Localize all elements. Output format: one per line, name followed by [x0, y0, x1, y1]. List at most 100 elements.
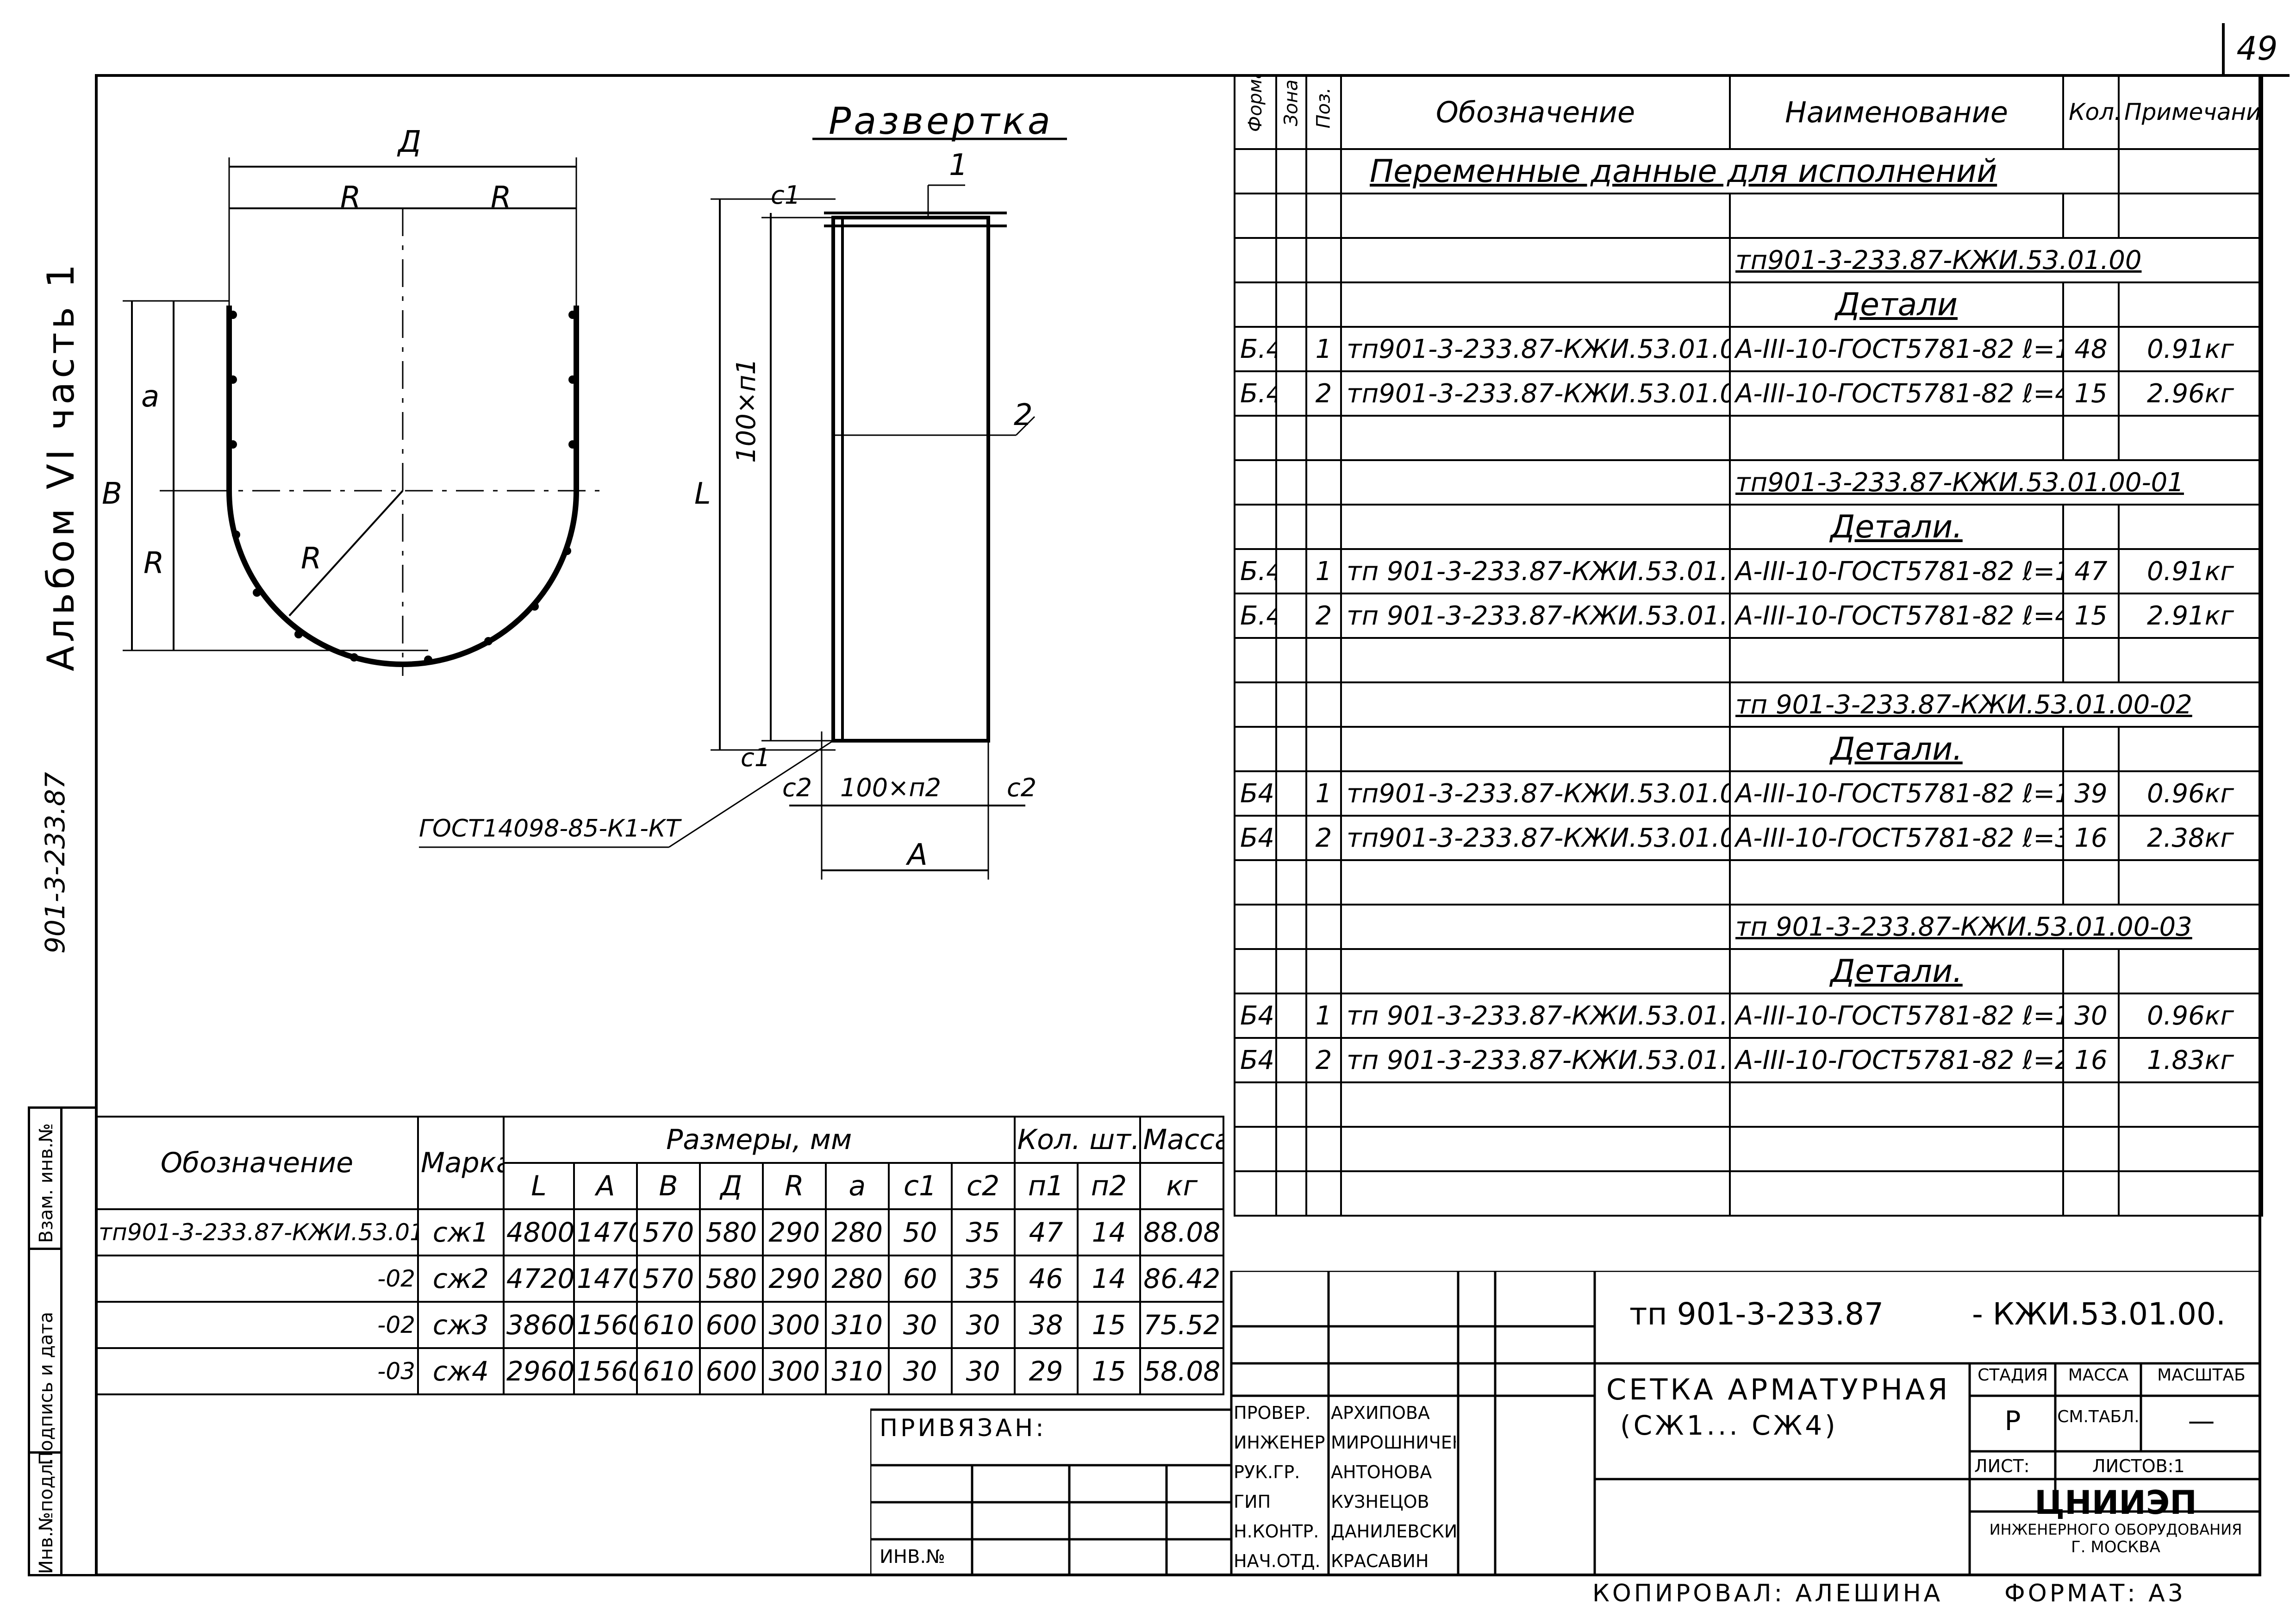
- empty-cell: [1729, 1170, 2064, 1217]
- empty-cell: [1234, 859, 1277, 906]
- dim-c1-bottom: с1: [741, 743, 771, 772]
- item-qty: 16: [2062, 815, 2120, 861]
- spacer-row: [1234, 859, 2263, 906]
- dims-value: 280: [824, 1208, 890, 1256]
- empty-cell: [1275, 904, 1307, 950]
- dims-value: 2960: [502, 1347, 575, 1395]
- dim-R-left: R: [340, 181, 361, 215]
- empty-cell: [1275, 948, 1307, 994]
- dim-D: Д: [398, 125, 421, 159]
- dims-value: 29: [1013, 1347, 1079, 1395]
- dims-value: 35: [950, 1255, 1016, 1303]
- empty-cell: [2062, 1081, 2120, 1128]
- empty-cell: [1275, 237, 1307, 283]
- empty-cell: [2118, 1126, 2263, 1172]
- empty-cell: [2062, 281, 2120, 328]
- dims-value: 30: [950, 1347, 1016, 1395]
- item-pos: 1: [1305, 548, 1342, 594]
- item-zone: [1275, 326, 1307, 372]
- project-number-vertical: 901-3-233.87: [39, 772, 71, 954]
- empty-cell: [1305, 459, 1342, 506]
- empty-cell: [2118, 193, 2263, 239]
- item-zone: [1275, 770, 1307, 817]
- empty-cell: [1275, 726, 1307, 772]
- dims-subheader: кг: [1139, 1162, 1224, 1210]
- item-qty: 48: [2062, 326, 2120, 372]
- item-designation: тп901-3-233.87-КЖИ.53.01.02: [1340, 370, 1731, 417]
- copied-by: Копировал: Алешина: [1592, 1580, 1943, 1607]
- empty-cell: [1340, 1126, 1731, 1172]
- stamp-role: Н.контр.: [1234, 1521, 1319, 1542]
- dims-value: 14: [1076, 1255, 1142, 1303]
- item-pos: 1: [1305, 770, 1342, 817]
- header-note: Примечание: [2118, 74, 2263, 150]
- dims-value: 310: [824, 1347, 890, 1395]
- empty-cell: [1340, 904, 1731, 950]
- dims-value: 580: [699, 1255, 764, 1303]
- dims-value: 600: [699, 1347, 764, 1395]
- stamp-person-name: Мирошниченко: [1331, 1432, 1456, 1453]
- dims-mark: сж1: [417, 1208, 505, 1256]
- org-city: г. Москва: [2071, 1538, 2160, 1556]
- title-block-lines: [870, 1271, 2261, 1576]
- spacer-row: [1234, 637, 2263, 683]
- dims-value: 570: [636, 1208, 701, 1256]
- dims-mark: сж3: [417, 1301, 505, 1349]
- empty-cell: [1234, 904, 1277, 950]
- dims-subheader: R: [761, 1162, 827, 1210]
- empty-cell: [1234, 681, 1277, 728]
- empty-cell: [2118, 726, 2263, 772]
- stamp-person-name: Антонова: [1331, 1462, 1432, 1482]
- dims-value: 580: [699, 1208, 764, 1256]
- item-qty: 47: [2062, 548, 2120, 594]
- empty-cell: [1305, 415, 1342, 461]
- dims-value: 30: [950, 1301, 1016, 1349]
- dims-value: 15: [1076, 1347, 1142, 1395]
- empty-cell: [1234, 415, 1277, 461]
- dims-value: 46: [1013, 1255, 1079, 1303]
- group-code: тп 901-3-233.87-КЖИ.53.01.00-02: [1729, 681, 2263, 728]
- empty-cell: [1275, 859, 1307, 906]
- empty-cell: [1275, 459, 1307, 506]
- org-name: ЦНИИЭП: [2034, 1484, 2197, 1522]
- empty-cell: [1234, 237, 1277, 283]
- item-name: А-III-10-ГОСТ5781-82 ℓ=1560: [1729, 993, 2064, 1039]
- dims-value: 1560: [573, 1347, 638, 1395]
- dims-value: 60: [887, 1255, 953, 1303]
- empty-cell: [1340, 237, 1731, 283]
- item-zone: [1275, 1037, 1307, 1083]
- section-title-text: Детали.: [1830, 953, 1963, 990]
- dims-value: 290: [761, 1255, 827, 1303]
- spec-item-row: Б.4.2тп 901-3-233.87-КЖИ.53.01.03А-III-1…: [1234, 593, 2263, 639]
- empty-cell: [1234, 1170, 1277, 1217]
- dims-value: 570: [636, 1255, 701, 1303]
- group-code: тп 901-3-233.87-КЖИ.53.01.00-03: [1729, 904, 2263, 950]
- item-format: Б.4.: [1234, 548, 1277, 594]
- spacer-row: [1234, 1170, 2263, 1217]
- empty-cell: [1340, 415, 1731, 461]
- item-qty: 16: [2062, 1037, 2120, 1083]
- stamp-person-name: Архипова: [1331, 1403, 1430, 1423]
- empty-cell: [1275, 193, 1307, 239]
- group-code-text: тп901-3-233.87-КЖИ.53.01.00-01: [1735, 467, 2184, 498]
- dims-subheader: L: [502, 1162, 575, 1210]
- empty-cell: [2062, 504, 2120, 550]
- stamp-person-name: Красавин: [1331, 1551, 1429, 1571]
- empty-cell: [2062, 859, 2120, 906]
- stamp-person-row: Нач.отд.Красавин: [1234, 1546, 1558, 1576]
- dims-subheader: А: [573, 1162, 638, 1210]
- stage-header: Стадия: [1978, 1366, 2048, 1385]
- item-format: Б.4.: [1234, 370, 1277, 417]
- empty-cell: [1275, 281, 1307, 328]
- dim-R-right: R: [491, 181, 512, 215]
- dims-row: -02сж3386015606106003003103030381575.52: [95, 1301, 1224, 1349]
- strip-signature-date: Подпись и дата: [36, 1312, 57, 1465]
- item-pos: 2: [1305, 370, 1342, 417]
- dims-designation: -02: [95, 1255, 419, 1303]
- empty-cell: [1234, 504, 1277, 550]
- empty-cell: [1305, 726, 1342, 772]
- sheets-label: Листов:1: [2092, 1456, 2185, 1476]
- stamp-role: Инженер: [1234, 1432, 1325, 1453]
- group-code: тп901-3-233.87-КЖИ.53.01.00: [1729, 237, 2263, 283]
